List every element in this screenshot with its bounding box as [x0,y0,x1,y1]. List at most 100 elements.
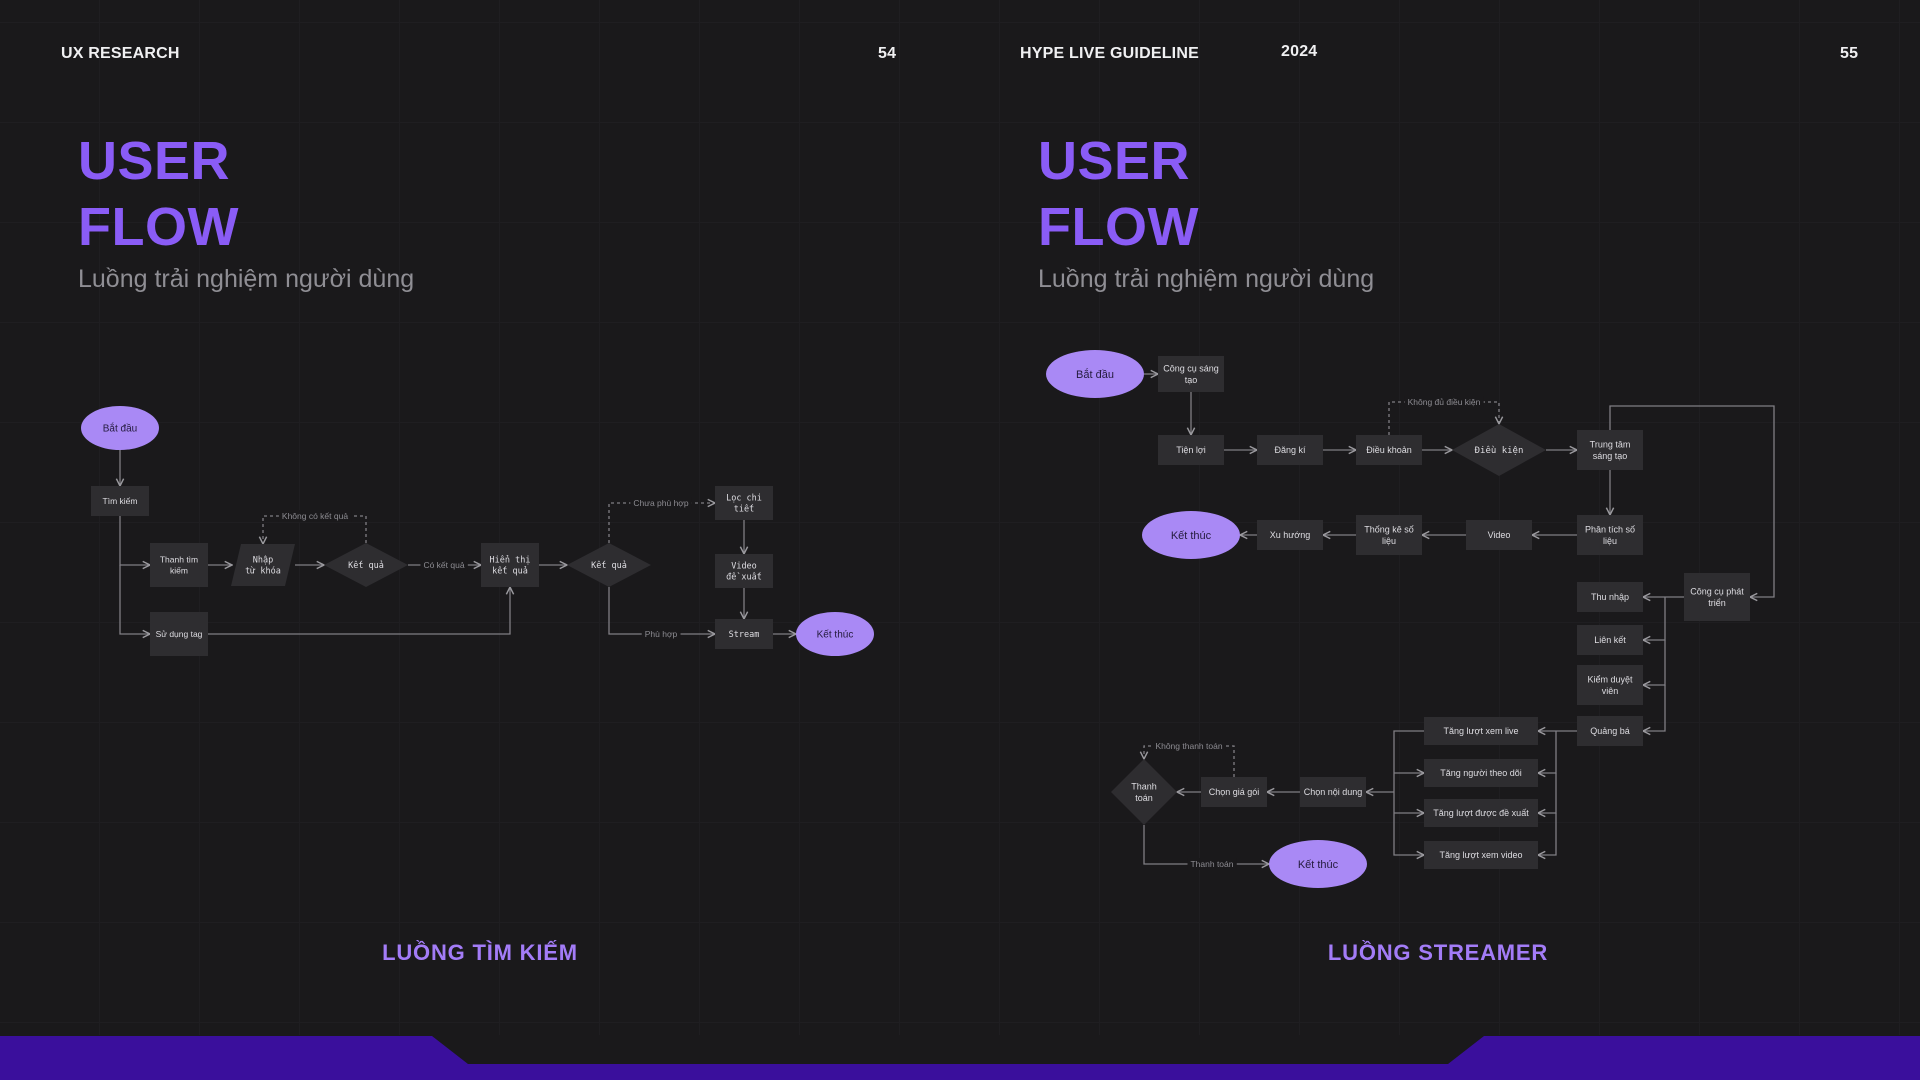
node-r-video: Video [1466,520,1532,550]
node-label: Tăng người theo dõi [1440,768,1521,778]
process-box [715,554,773,588]
node-s-result2: Kết quả [567,543,651,587]
node-s-end: Kết thúc [796,612,874,656]
process-box [1424,799,1538,827]
node-r-content: Chọn nội dung [1300,777,1366,807]
edge-label-suitable: Phù hợp [645,629,678,639]
bottom-bar-shape [0,1036,1920,1080]
node-r-followboost: Tăng người theo dõi [1424,759,1538,787]
process-box [481,543,539,587]
process-box [1300,777,1366,807]
node-r-end1: Kết thúc [1142,511,1240,559]
node-label: Liên kết [1594,635,1626,645]
node-label: tiết [734,504,754,515]
node-label: Chọn nội dung [1304,787,1363,797]
node-label: Kết quả [591,560,627,571]
connector [119,565,150,634]
node-label: Trung tâm [1590,439,1631,449]
process-box [1424,841,1538,869]
right-title-line2: FLOW [1038,197,1199,257]
node-label: Sử dụng tag [156,629,203,639]
node-r-reg: Đăng kí [1257,435,1323,465]
node-label: Thu nhập [1591,592,1629,602]
node-label: Phân tích số [1585,524,1635,534]
terminal-shape [1046,350,1144,398]
edge-label-bg [630,497,692,509]
connector [1538,731,1557,773]
node-label: Thanh tìm [160,554,198,564]
process-box [1158,356,1224,392]
node-s-start: Bắt đầu [81,406,159,450]
node-label: tạo [1185,375,1198,385]
edge-label-bg [1152,740,1226,752]
node-label: Tìm kiếm [103,496,138,506]
node-r-start: Bắt đầu [1046,350,1144,398]
year-label: 2024 [1281,43,1318,60]
decision-diamond [324,543,408,587]
terminal-shape [81,406,159,450]
left-subtitle: Luồng trải nghiệm người dùng [78,265,415,293]
node-label: Bắt đầu [1076,368,1114,381]
connector [1609,405,1775,597]
process-box [1577,716,1643,746]
right-title: USER FLOW [1038,128,1199,260]
node-label: Công cụ sáng [1163,363,1219,373]
connector [1393,730,1424,855]
node-r-cond: Điều kiện [1452,424,1546,476]
node-label: từ khóa [245,566,281,577]
node-r-util: Tiện lợi [1158,435,1224,465]
node-r-package: Chọn giá gói [1201,777,1267,807]
terminal-shape [1269,840,1367,888]
edge-label-not-eligible: Không đủ điều kiện [1408,397,1481,407]
streamer-flow-caption: LUỒNG STREAMER [1327,940,1549,965]
edge-label-bg [641,628,681,640]
node-r-trend: Xu hướng [1257,520,1323,550]
connector [1538,813,1557,855]
node-label: Kết thúc [817,629,854,641]
process-box [1356,435,1422,465]
node-label: toán [1135,793,1153,803]
left-title: USER FLOW [78,128,239,260]
node-label: Quảng bá [1590,726,1630,736]
left-title-line1: USER [78,131,231,191]
node-label: Thanh [1131,781,1157,791]
node-r-link: Liên kết [1577,625,1643,655]
node-r-suggestboost: Tăng lượt được đề xuất [1424,799,1538,827]
node-r-ads: Quảng bá [1577,716,1643,746]
node-label: triển [1708,598,1726,608]
node-label: Bắt đầu [103,422,137,435]
node-label: Stream [729,630,760,640]
node-label: liệu [1603,536,1617,546]
connector [119,516,150,565]
node-r-analysis: Phân tích số liệu [1577,515,1643,555]
edge-label-no-result: Không có kết quả [282,511,348,521]
node-r-liveboost: Tăng lượt xem live [1424,717,1538,745]
process-box [1684,573,1750,621]
process-box [1577,625,1643,655]
terminal-shape [1142,511,1240,559]
decision-diamond [1111,759,1177,825]
connector [1538,773,1557,813]
right-page-number: 55 [1840,45,1859,62]
node-label: Kiểm duyệt [1587,674,1633,684]
node-s-stream: Stream [715,619,773,649]
node-label: đề xuất [726,572,762,583]
left-page-number: 54 [878,45,897,62]
node-label: Xu hướng [1270,530,1310,540]
terminal-shape [796,612,874,656]
node-label: Tăng lượt xem video [1440,850,1523,860]
connector [608,587,715,634]
node-r-income: Thu nhập [1577,582,1643,612]
connector [208,587,510,635]
process-box [1424,717,1538,745]
left-title-line2: FLOW [78,197,239,257]
process-box [1577,665,1643,705]
process-box [1257,520,1323,550]
